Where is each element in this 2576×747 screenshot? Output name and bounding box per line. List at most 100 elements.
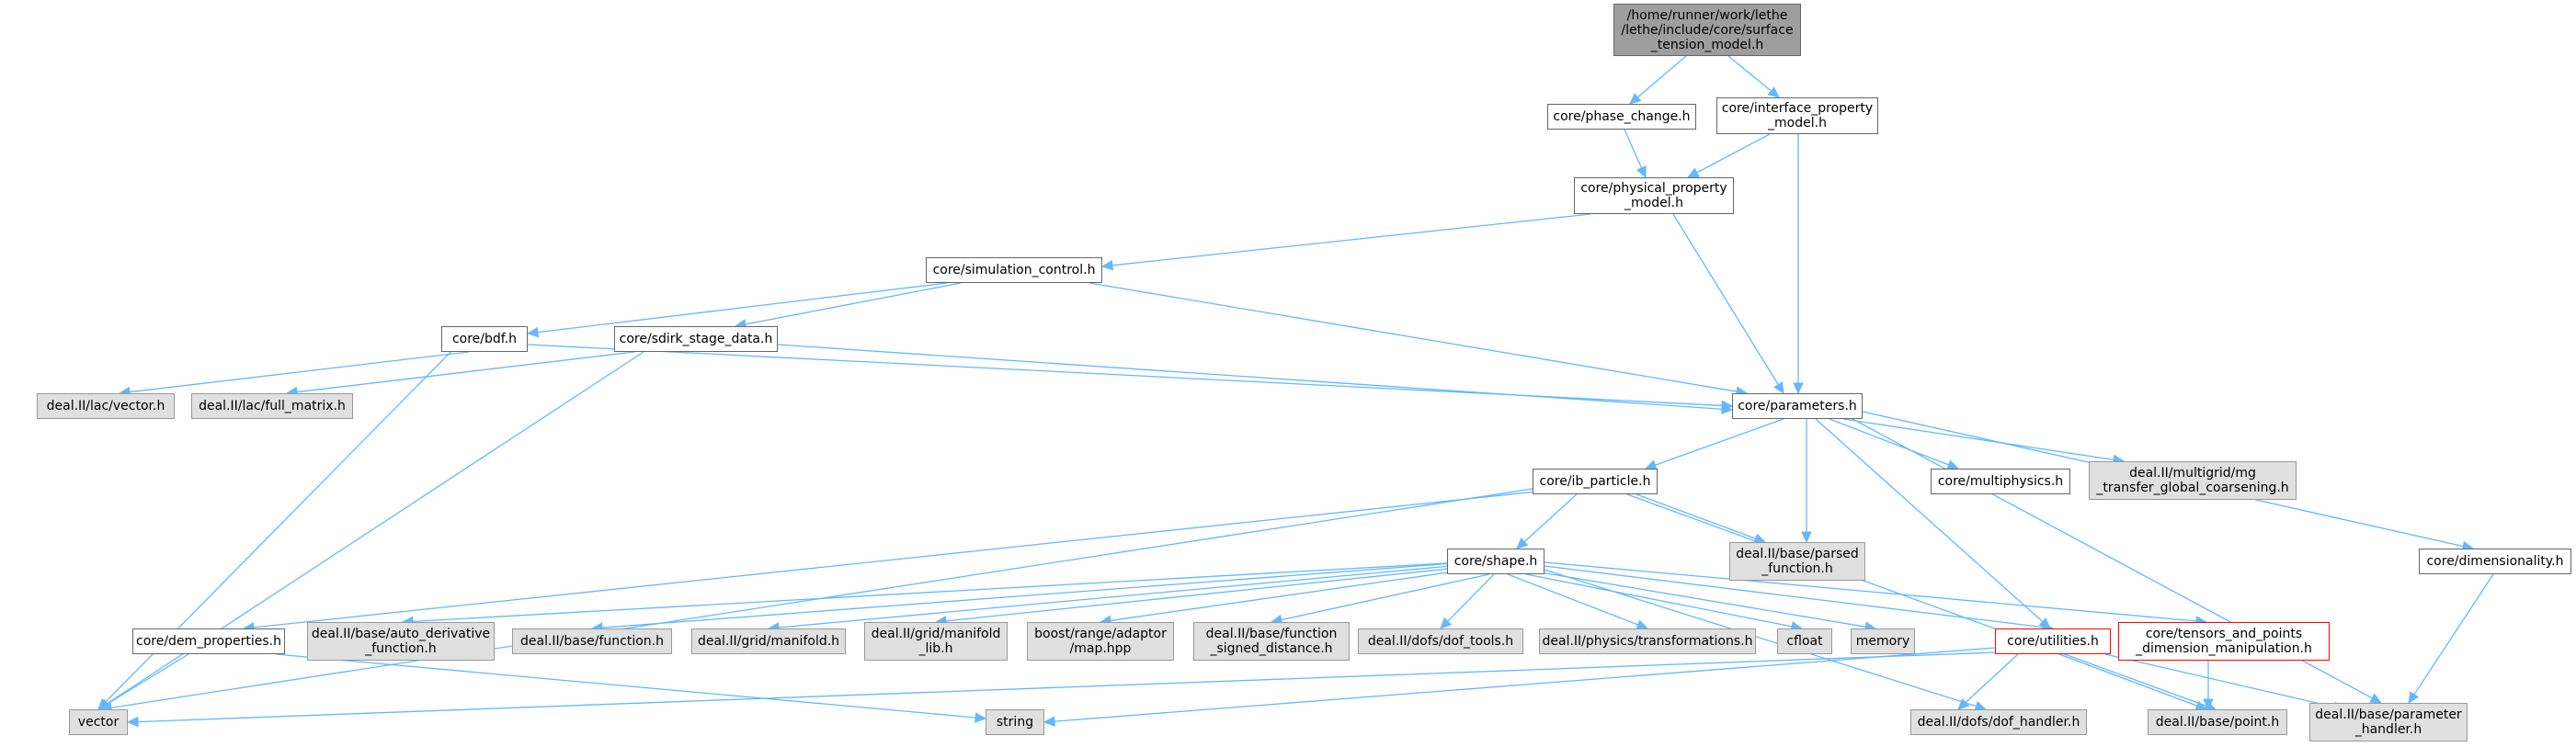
node-label: core/dimensionality.h	[2426, 554, 2564, 569]
edge-arrowhead	[1793, 382, 1804, 395]
node-label: core/physical_property _model.h	[1580, 181, 1727, 210]
include-edge	[1110, 567, 1481, 622]
node-label: deal.II/lac/full_matrix.h	[199, 399, 346, 413]
node-label: core/shape.h	[1453, 554, 1538, 569]
node-label: deal.II/lac/vector.h	[46, 399, 165, 413]
include-edge	[601, 561, 1467, 628]
node-parsed-function[interactable]: deal.II/base/parsed _function.h	[1729, 542, 1865, 581]
edge-arrowhead	[1767, 86, 1780, 98]
edge-arrowhead	[975, 712, 987, 723]
node-parameters[interactable]: core/parameters.h	[1732, 393, 1863, 419]
node-grid-manifold[interactable]: deal.II/grid/manifold.h	[691, 628, 846, 654]
node-dem-properties[interactable]: core/dem_properties.h	[132, 628, 285, 654]
edge-arrowhead	[1721, 403, 1734, 414]
include-edge	[777, 344, 1723, 410]
node-string[interactable]: string	[986, 709, 1044, 735]
node-bdf[interactable]: core/bdf.h	[441, 326, 528, 352]
node-phase-change[interactable]: core/phase_change.h	[1547, 104, 1696, 130]
edge-arrowhead	[2408, 691, 2420, 705]
node-auto-derivative-function[interactable]: deal.II/base/auto_derivative _function.h	[307, 622, 495, 661]
node-multiphysics[interactable]: core/multiphysics.h	[1931, 469, 2070, 494]
node-label: memory	[1855, 634, 1910, 649]
node-label: core/sdirk_stage_data.h	[619, 332, 773, 346]
node-label: core/simulation_control.h	[932, 263, 1096, 277]
node-lac-vector[interactable]: deal.II/lac/vector.h	[37, 393, 175, 419]
include-edge	[253, 488, 1564, 628]
node-cfloat[interactable]: cfloat	[1777, 628, 1832, 654]
include-edge	[2104, 653, 2335, 708]
node-ib-particle[interactable]: core/ib_particle.h	[1533, 469, 1658, 494]
include-edge	[296, 351, 635, 393]
include-edge	[1815, 418, 2044, 623]
node-label: core/ib_particle.h	[1539, 474, 1651, 489]
include-edge	[1523, 493, 1578, 543]
node-physics-transformations[interactable]: deal.II/physics/transformations.h	[1539, 628, 1756, 654]
node-base-point[interactable]: deal.II/base/point.h	[2148, 709, 2287, 735]
edge-arrowhead	[1957, 697, 1970, 710]
include-edge	[1626, 493, 2206, 707]
include-edge	[1534, 571, 1866, 628]
include-edge	[945, 565, 1476, 622]
node-sdirk-stage-data[interactable]: core/sdirk_stage_data.h	[614, 326, 778, 352]
edge-arrowhead	[1440, 617, 1453, 629]
include-edge	[1727, 55, 1772, 92]
node-dof-tools[interactable]: deal.II/dofs/dof_tools.h	[1358, 628, 1523, 654]
include-edge	[1111, 213, 1591, 266]
node-label: deal.II/base/parsed _function.h	[1736, 547, 1859, 576]
include-edge	[137, 651, 1998, 723]
node-label: deal.II/base/parameter _handler.h	[2315, 707, 2462, 737]
node-base-function[interactable]: deal.II/base/function.h	[512, 628, 672, 654]
edge-arrowhead	[2369, 693, 2383, 704]
node-function-signed-distance[interactable]: deal.II/base/function _signed_distance.h	[1193, 622, 1350, 661]
include-edge	[1089, 282, 1738, 392]
node-label: /home/runner/work/lethe /lethe/include/c…	[1621, 7, 1794, 52]
node-dof-handler[interactable]: deal.II/dofs/dof_handler.h	[1910, 709, 2087, 735]
node-label: core/parameters.h	[1738, 399, 1857, 413]
node-grid-manifold-lib[interactable]: deal.II/grid/manifold _lib.h	[864, 622, 1008, 661]
node-dimensionality[interactable]: core/dimensionality.h	[2419, 549, 2571, 574]
node-interface-property-model[interactable]: core/interface_property _model.h	[1716, 97, 1878, 134]
include-edge	[1696, 133, 1771, 174]
node-label: deal.II/physics/transformations.h	[1542, 634, 1753, 649]
node-surface-tension-model[interactable]: /home/runner/work/lethe /lethe/include/c…	[1613, 4, 1801, 56]
include-edge	[275, 653, 976, 719]
node-label: core/interface_property _model.h	[1721, 101, 1874, 130]
include-edge	[1507, 573, 1638, 626]
node-simulation-control[interactable]: core/simulation_control.h	[926, 257, 1102, 283]
node-label: deal.II/grid/manifold.h	[697, 634, 840, 649]
node-label: deal.II/base/function _signed_distance.h	[1205, 627, 1338, 656]
include-edge	[2413, 573, 2494, 696]
node-parameter-handler[interactable]: deal.II/base/parameter _handler.h	[2309, 703, 2468, 741]
node-utilities[interactable]: core/utilities.h	[1995, 628, 2111, 654]
node-label: deal.II/multigrid/mg _transfer_global_co…	[2096, 466, 2289, 495]
node-label: deal.II/dofs/dof_handler.h	[1917, 715, 2080, 730]
include-edge	[2058, 653, 2197, 707]
node-boost-map[interactable]: boost/range/adaptor /map.hpp	[1027, 622, 1174, 661]
node-physical-property-model[interactable]: core/physical_property _model.h	[1574, 177, 1734, 214]
include-edge	[1672, 213, 1779, 385]
edge-arrowhead	[526, 326, 540, 338]
edge-arrowhead	[1686, 167, 1700, 178]
include-edge	[1842, 418, 2114, 461]
node-lac-full-matrix[interactable]: deal.II/lac/full_matrix.h	[191, 393, 353, 419]
include-edge	[1965, 653, 2019, 704]
node-label: deal.II/grid/manifold _lib.h	[871, 627, 1001, 656]
include-edge	[1544, 561, 2197, 622]
node-shape[interactable]: core/shape.h	[1447, 549, 1544, 574]
node-memory[interactable]: memory	[1851, 628, 1915, 654]
node-tensors-and-points[interactable]: core/tensors_and_points _dimension_manip…	[2118, 622, 2330, 661]
node-label: boost/range/adaptor /map.hpp	[1034, 627, 1167, 656]
include-edge	[1281, 573, 1490, 621]
edge-arrowhead	[1773, 381, 1784, 395]
include-edge	[1636, 55, 1687, 98]
node-mg-transfer-global-coarsening[interactable]: deal.II/multigrid/mg _transfer_global_co…	[2089, 461, 2297, 500]
node-vector[interactable]: vector	[69, 709, 128, 735]
include-edge	[1525, 573, 1793, 628]
edge-arrowhead	[1100, 260, 1114, 271]
node-label: core/multiphysics.h	[1937, 474, 2064, 489]
node-label: core/dem_properties.h	[136, 634, 281, 649]
include-edge	[1829, 418, 1949, 466]
include-edge	[107, 653, 189, 705]
edge-arrowhead	[97, 699, 110, 710]
include-edge	[110, 486, 1545, 708]
